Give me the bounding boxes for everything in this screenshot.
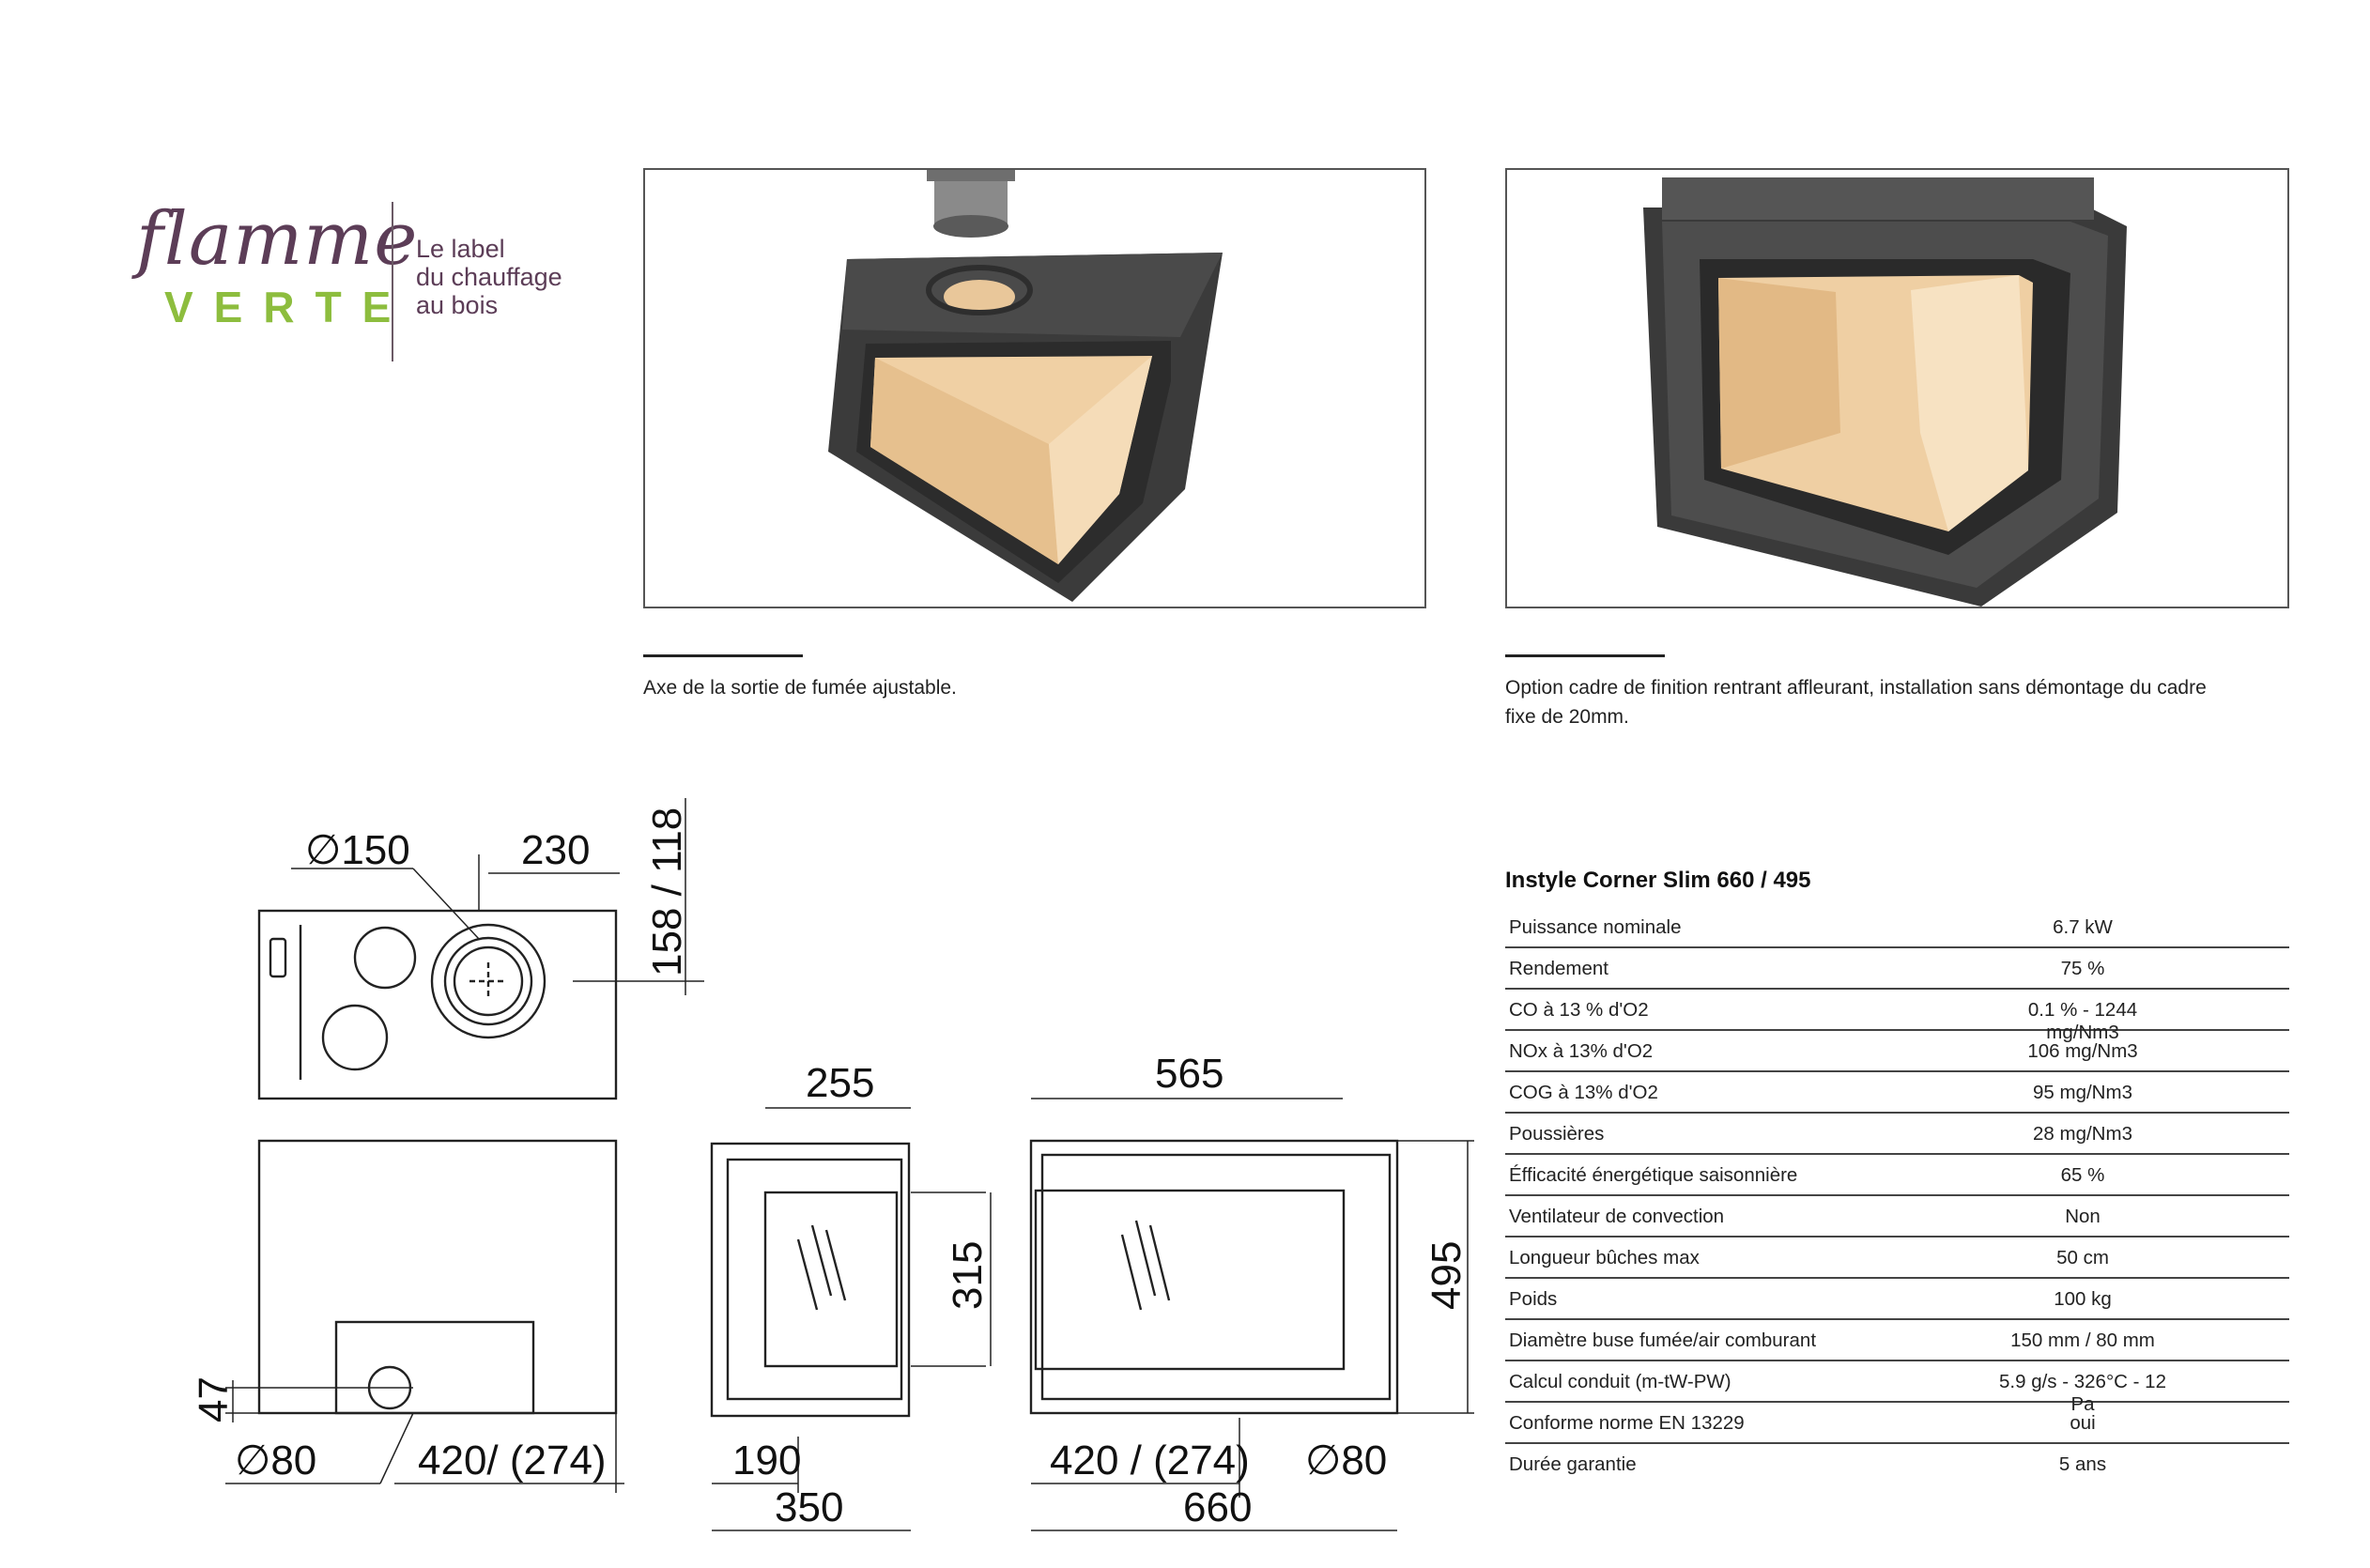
dim-air-diameter-large: ∅80 [1305,1437,1387,1483]
dim-495: 495 [1424,1241,1470,1310]
spec-row: Poussières 28 mg/Nm3 [1505,1114,2289,1155]
dim-air-diameter: ∅80 [235,1437,316,1483]
spec-label: Calcul conduit (m-tW-PW) [1509,1371,1731,1392]
logo-tagline-line: au bois [416,291,499,319]
spec-value: 5.9 g/s - 326°C - 12 Pa [1999,1371,2166,1415]
flamme-verte-logo: flamme VERTE Le label du chauffage au bo… [99,169,587,394]
dim-190: 190 [732,1437,801,1483]
spec-row: Puissance nominale 6.7 kW [1505,907,2289,948]
spec-row: COG à 13% d'O2 95 mg/Nm3 [1505,1072,2289,1114]
spec-value: 5 ans [2058,1453,2107,1475]
dim-565: 565 [1155,1051,1223,1097]
caption-rule [643,654,803,657]
dim-315: 315 [945,1241,991,1310]
spec-label: Poussières [1509,1123,1605,1145]
spec-value: 100 kg [2054,1288,2112,1310]
spec-row: Ventilateur de convection Non [1505,1196,2289,1237]
logo-tagline-line: du chauffage [416,263,562,291]
spec-label: Éfficacité énergétique saisonnière [1509,1164,1798,1186]
dim-230: 230 [521,827,590,873]
side-view [710,1107,992,1531]
dim-255: 255 [806,1060,874,1106]
logo-verte-text: VERTE [164,283,412,331]
logo-tagline: Le label du chauffage au bois [416,235,562,319]
logo-script-text: flamme [136,197,419,282]
spec-value: 28 mg/Nm3 [2033,1123,2132,1145]
spec-row: Poids 100 kg [1505,1279,2289,1320]
spec-value: oui [2070,1412,2096,1434]
spec-row: CO à 13 % d'O2 0.1 % - 1244 mg/Nm3 [1505,990,2289,1043]
spec-row: Éfficacité énergétique saisonnière 65 % [1505,1155,2289,1196]
spec-label: Conforme norme EN 13229 [1509,1412,1745,1434]
caption-frame-line: fixe de 20mm. [1505,706,1629,728]
caption-frame-line: Option cadre de finition rentrant affleu… [1505,677,2207,699]
spec-value: 0.1 % - 1244 mg/Nm3 [2027,999,2138,1043]
top-view [257,798,704,1100]
spec-row: Durée garantie 5 ans [1505,1444,2289,1483]
spec-row: Rendement 75 % [1505,948,2289,990]
spec-value: 150 mm / 80 mm [2010,1330,2155,1351]
caption-frame: Option cadre de finition rentrant affleu… [1505,673,2285,731]
product-photo-flue [643,168,1426,608]
caption-rule [1505,654,1665,657]
spec-label: COG à 13% d'O2 [1509,1082,1658,1103]
logo-tagline-line: Le label [416,235,505,263]
spec-value: 65 % [2060,1164,2105,1186]
spec-title: Instyle Corner Slim 660 / 495 [1505,868,1811,893]
dim-660: 660 [1183,1484,1252,1530]
spec-label: NOx à 13% d'O2 [1509,1040,1654,1062]
front-view-large [1029,1098,1474,1531]
spec-label: Ventilateur de convection [1509,1206,1725,1227]
dim-flue-diameter: ∅150 [305,827,410,873]
spec-row: NOx à 13% d'O2 106 mg/Nm3 [1505,1031,2289,1072]
spec-label: Poids [1509,1288,1558,1310]
spec-row: Diamètre buse fumée/air comburant 150 mm … [1505,1320,2289,1361]
fireplace-frame-illustration [1643,177,2127,607]
spec-value: 50 cm [2056,1247,2109,1268]
spec-row: Conforme norme EN 13229 oui [1505,1403,2289,1444]
spec-label: Longueur bûches max [1509,1247,1700,1268]
dim-420-274-large: 420 / (274) [1050,1437,1250,1483]
spec-label: Puissance nominale [1509,916,1682,938]
spec-value: 95 mg/Nm3 [2033,1082,2132,1103]
spec-row: Longueur bûches max 50 cm [1505,1237,2289,1279]
spec-label: Durée garantie [1509,1453,1637,1475]
fireplace-flue-illustration [828,170,1223,602]
spec-row: Calcul conduit (m-tW-PW) 5.9 g/s - 326°C … [1505,1361,2289,1415]
dim-47: 47 [197,1376,237,1422]
caption-flue: Axe de la sortie de fumée ajustable. [643,677,957,699]
dim-350: 350 [775,1484,843,1530]
technical-drawing: ∅150 230 158 / 118 47 ∅80 420/ (274) 255… [197,798,1474,1531]
dim-158-118: 158 / 118 [644,807,690,976]
spec-value: Non [2065,1206,2101,1227]
spec-label: Rendement [1509,958,1608,979]
spec-table: Puissance nominale 6.7 kW Rendement 75 % CO … [1505,907,2289,1483]
spec-label: CO à 13 % d'O2 [1509,999,1649,1021]
product-photo-frame [1505,168,2289,608]
spec-value: 75 % [2060,958,2105,979]
logo-divider [392,202,393,361]
spec-value: 6.7 kW [2053,916,2113,938]
front-view [225,1139,624,1493]
dim-420-274: 420/ (274) [418,1437,607,1483]
spec-value: 106 mg/Nm3 [2027,1040,2138,1062]
spec-label: Diamètre buse fumée/air comburant [1509,1330,1817,1351]
